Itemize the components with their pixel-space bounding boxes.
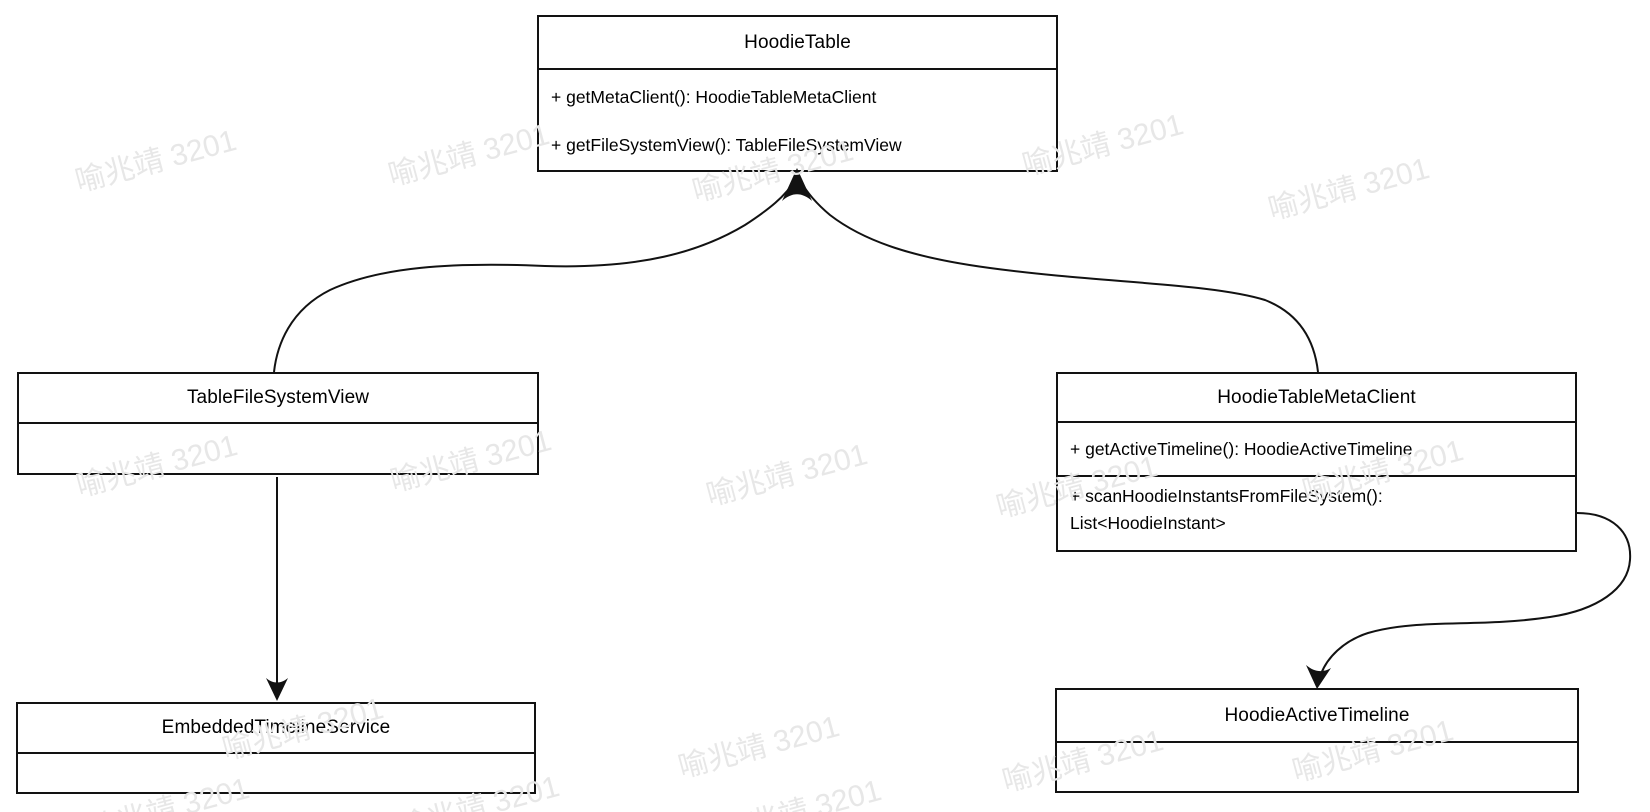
arrowhead-into-embeddedtimelineservice [266, 678, 288, 701]
class-method: + scanHoodieInstantsFromFileSystem(): Li… [1070, 486, 1383, 533]
watermark-text: 喻兆靖 3201 [674, 710, 843, 785]
class-methods-compartment: + scanHoodieInstantsFromFileSystem(): Li… [1058, 477, 1575, 550]
class-method: + getMetaClient(): HoodieTableMetaClient [551, 87, 877, 107]
class-methods-compartment: + getActiveTimeline(): HoodieActiveTimel… [1058, 423, 1575, 477]
class-method: + getFileSystemView(): TableFileSystemVi… [551, 135, 902, 155]
watermark-text: 喻兆靖 3201 [71, 124, 240, 199]
class-title: TableFileSystemView [19, 374, 537, 424]
class-title: HoodieActiveTimeline [1057, 690, 1577, 743]
watermark-text: 喻兆靖 3201 [716, 774, 885, 812]
arrowhead-into-hoodietable [782, 168, 812, 201]
class-box-embeddedtimelineservice: EmbeddedTimelineService [16, 702, 536, 794]
class-box-hoodieactivetimeline: HoodieActiveTimeline [1055, 688, 1579, 793]
class-title: HoodieTable [539, 17, 1056, 70]
edge-hoodietablemetaclient-to-hoodietable [799, 179, 1319, 373]
class-methods-compartment: + getMetaClient(): HoodieTableMetaClient… [539, 70, 1056, 158]
class-method: + getActiveTimeline(): HoodieActiveTimel… [1070, 439, 1413, 459]
arrowhead-into-hoodieactivetimeline [1306, 665, 1331, 689]
class-box-hoodietable: HoodieTable + getMetaClient(): HoodieTab… [537, 15, 1058, 172]
watermark-text: 喻兆靖 3201 [1264, 152, 1433, 227]
class-title: EmbeddedTimelineService [18, 704, 534, 754]
watermark-text: 喻兆靖 3201 [384, 118, 553, 193]
class-box-tablefilesystemview: TableFileSystemView [17, 372, 539, 475]
class-box-hoodietablemetaclient: HoodieTableMetaClient + getActiveTimelin… [1056, 372, 1577, 552]
edge-tablefilesystemview-to-hoodietable [273, 179, 796, 373]
watermark-text: 喻兆靖 3201 [702, 438, 871, 513]
class-title: HoodieTableMetaClient [1058, 374, 1575, 423]
